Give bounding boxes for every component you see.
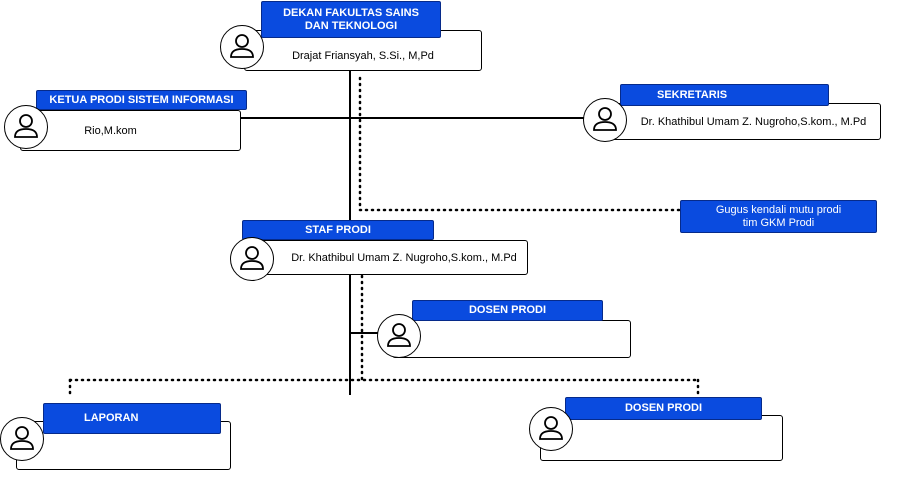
- staf-prodi-card: Dr. Khathibul Umam Z. Nugroho,S.kom., M.…: [260, 240, 528, 275]
- gugus-line1: Gugus kendali mutu prodi: [715, 203, 842, 216]
- dosen-prodi-2-title: DOSEN PRODI: [565, 397, 762, 420]
- sekretaris-title: SEKRETARIS: [620, 84, 829, 106]
- sekretaris-name: Dr. Khathibul Umam Z. Nugroho,S.kom., M.…: [640, 115, 867, 128]
- laporan-title: LAPORAN: [43, 403, 221, 434]
- staf-prodi-name: Dr. Khathibul Umam Z. Nugroho,S.kom., M.…: [291, 251, 517, 264]
- ketua-prodi-title: KETUA PRODI SISTEM INFORMASI: [36, 90, 247, 110]
- staf-prodi-person-icon: [230, 237, 274, 281]
- ketua-prodi-name: Rio,M.kom: [84, 124, 137, 137]
- dekan-title: DEKAN FAKULTAS SAINS DAN TEKNOLOGI: [261, 1, 441, 38]
- gugus-line2: tim GKM Prodi: [742, 216, 815, 229]
- dosen-prodi-2-card: [540, 415, 783, 461]
- laporan-person-icon: [0, 417, 44, 461]
- sekretaris-card: Dr. Khathibul Umam Z. Nugroho,S.kom., M.…: [604, 103, 881, 140]
- gugus-kendali-box: Gugus kendali mutu prodi tim GKM Prodi: [680, 200, 877, 233]
- sekretaris-person-icon: [583, 98, 627, 142]
- ketua-prodi-card: Rio,M.kom: [20, 110, 241, 151]
- dosen-prodi-1-card: [392, 320, 631, 358]
- dekan-person-icon: [220, 25, 264, 69]
- dekan-name: Drajat Friansyah, S.Si., M,Pd: [292, 49, 434, 62]
- dosen-prodi-1-title: DOSEN PRODI: [412, 300, 603, 321]
- dosen-prodi-2-person-icon: [529, 407, 573, 451]
- ketua-prodi-person-icon: [4, 105, 48, 149]
- staf-prodi-title: STAF PRODI: [242, 220, 434, 240]
- dosen-prodi-1-person-icon: [377, 314, 421, 358]
